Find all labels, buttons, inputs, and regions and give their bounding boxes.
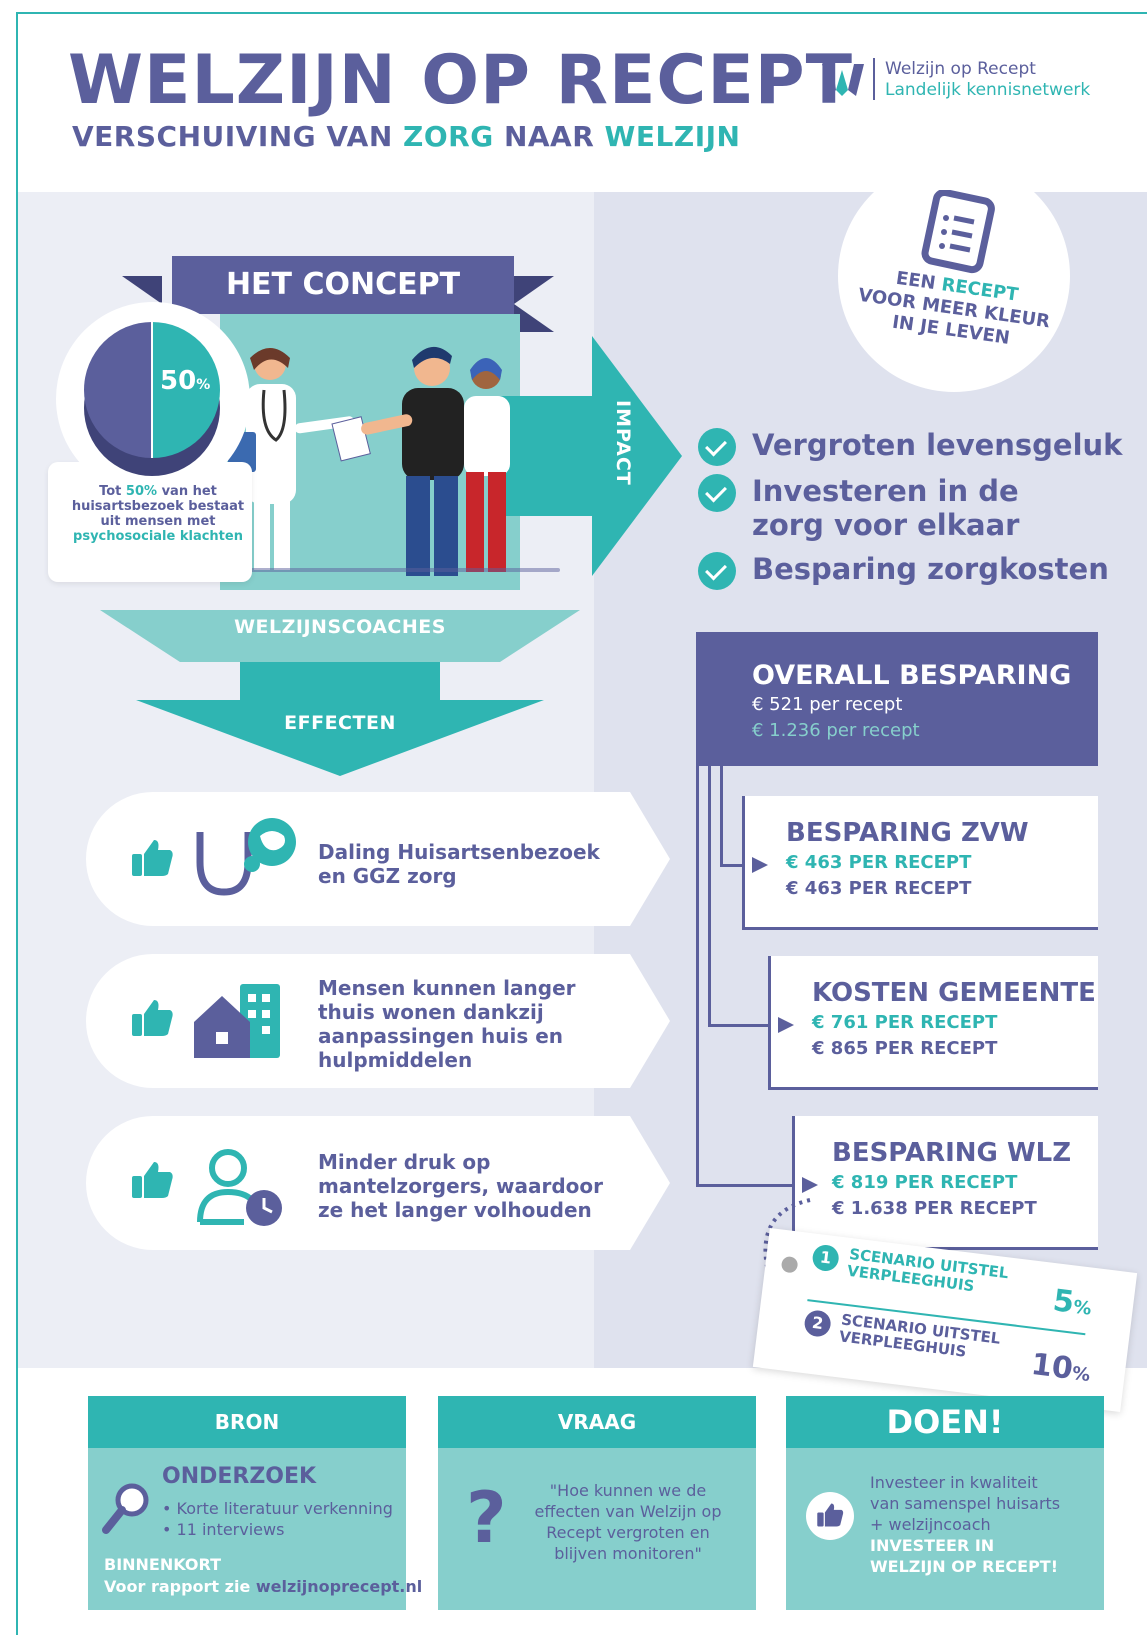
savings-zvw-box xyxy=(742,796,1098,930)
check-icon xyxy=(698,552,736,590)
footer-bron-heading: BRON xyxy=(88,1396,406,1448)
page-title: WELZIJN OP RECEPT xyxy=(68,41,853,120)
footer-doen-heading: DOEN! xyxy=(786,1396,1104,1448)
thumbs-up-icon xyxy=(132,1162,173,1198)
overall-savings-box xyxy=(696,632,1098,766)
coaches-label: WELZIJNSCOACHES xyxy=(234,616,446,638)
caregiver-clock-icon xyxy=(197,1149,282,1226)
savings-wlz-title: BESPARING WLZ xyxy=(832,1138,1072,1168)
overall-savings-title: OVERALL BESPARING xyxy=(752,660,1072,691)
footer-vraag-text: "Hoe kunnen we de effecten van Welzijn o… xyxy=(534,1481,722,1563)
thumbs-up-circle xyxy=(806,1492,854,1540)
impact-label: IMPACT xyxy=(612,400,634,486)
effect-text-wonen: Mensen kunnen langer thuis wonen dankzij… xyxy=(318,976,576,1072)
thumbs-up-icon xyxy=(132,1000,173,1036)
effect-text-huisarts: Daling Huisartsenbezoek en GGZ zorg xyxy=(318,840,600,888)
tag-hole xyxy=(780,1255,799,1274)
connector-line xyxy=(708,766,711,1026)
page-subtitle: VERSCHUIVING VAN ZORG NAAR WELZIJN xyxy=(72,120,741,153)
footer-doen-text: Investeer in kwaliteit van samenspel hui… xyxy=(870,1473,1061,1576)
arrow-right-icon xyxy=(752,857,768,873)
thumbs-up-icon xyxy=(817,1503,844,1527)
connector-line xyxy=(720,766,723,866)
footer-bron-bullets: • Korte literatuur verkenning • 11 inter… xyxy=(162,1499,393,1539)
connector-line xyxy=(696,1184,802,1187)
savings-wlz-value-1: € 819 PER RECEPT xyxy=(832,1172,1018,1193)
footer-bron-soon: BINNENKORT xyxy=(104,1555,222,1574)
scenario-1-label: SCENARIO UITSTEL VERPLEEGHUIS xyxy=(846,1244,1010,1296)
footer-bron-title: ONDERZOEK xyxy=(162,1464,317,1489)
scenario-1-value: 5% xyxy=(1051,1283,1093,1321)
costs-gemeente-box xyxy=(768,956,1098,1090)
connector-line xyxy=(708,1024,780,1027)
logo-text-name: Welzijn op Recept xyxy=(885,59,1036,79)
impact-arrow xyxy=(500,336,682,576)
connector-line xyxy=(720,864,756,867)
connector-line xyxy=(696,766,699,1186)
savings-zvw-title: BESPARING ZVW xyxy=(786,818,1029,848)
arrow-right-icon xyxy=(778,1017,794,1033)
costs-gemeente-value-1: € 761 PER RECEPT xyxy=(812,1012,998,1033)
effect-text-mantelzorg: Minder druk op mantelzorgers, waardoor z… xyxy=(318,1150,603,1222)
pie-chart xyxy=(84,322,220,476)
scenario-2-value: 10% xyxy=(1029,1346,1092,1387)
check-icon xyxy=(698,474,736,512)
pie-description: Tot 50% van het huisartsbezoek bestaat u… xyxy=(71,484,245,544)
concept-banner: HET CONCEPT xyxy=(172,256,514,314)
savings-wlz-box xyxy=(792,1116,1098,1250)
tag-string xyxy=(763,1198,811,1307)
report-link[interactable]: welzijnoprecept.nl xyxy=(255,1577,423,1596)
effects-label: EFFECTEN xyxy=(284,712,396,734)
arrow-right-icon xyxy=(802,1177,818,1193)
effects-arrow xyxy=(100,610,580,776)
costs-gemeente-value-2: € 865 PER RECEPT xyxy=(812,1038,998,1059)
banner-ribbon-right xyxy=(514,276,554,332)
logo-separator xyxy=(873,58,875,100)
footer-vraag-heading: VRAAG xyxy=(438,1396,756,1448)
savings-zvw-value-2: € 463 PER RECEPT xyxy=(786,878,972,899)
footer-bron-report: Voor rapport zie welzijnoprecept.nl xyxy=(104,1577,423,1596)
savings-zvw-value-1: € 463 PER RECEPT xyxy=(786,852,972,873)
prescription-icon xyxy=(921,190,995,274)
recipe-badge xyxy=(838,160,1070,392)
overall-savings-value-1: € 521 per recept xyxy=(752,694,903,715)
impact-item-investeren: Investeren in de zorg voor elkaar xyxy=(752,474,1020,542)
pie-value-label: 50% xyxy=(160,366,211,396)
scenario-1-number: 1 xyxy=(811,1243,841,1273)
magnifier-icon xyxy=(102,1483,149,1534)
house-building-icon xyxy=(194,984,280,1058)
doctor-patient-illustration xyxy=(228,346,560,576)
impact-item-besparing: Besparing zorgkosten xyxy=(752,552,1109,586)
overall-savings-value-2: € 1.236 per recept xyxy=(752,720,920,741)
stethoscope-brain-icon xyxy=(196,818,296,896)
check-icon xyxy=(698,428,736,466)
impact-item-levensgeluk: Vergroten levensgeluk xyxy=(752,428,1123,462)
savings-wlz-value-2: € 1.638 PER RECEPT xyxy=(832,1198,1037,1219)
scenario-2-number: 2 xyxy=(803,1309,833,1338)
question-mark-icon: ? xyxy=(466,1477,507,1559)
thumbs-up-icon xyxy=(132,840,173,876)
costs-gemeente-title: KOSTEN GEMEENTE xyxy=(812,978,1096,1008)
logo-icon xyxy=(822,64,864,96)
page-frame xyxy=(16,12,1147,1635)
logo-text-network: Landelijk kennisnetwerk xyxy=(885,80,1091,100)
